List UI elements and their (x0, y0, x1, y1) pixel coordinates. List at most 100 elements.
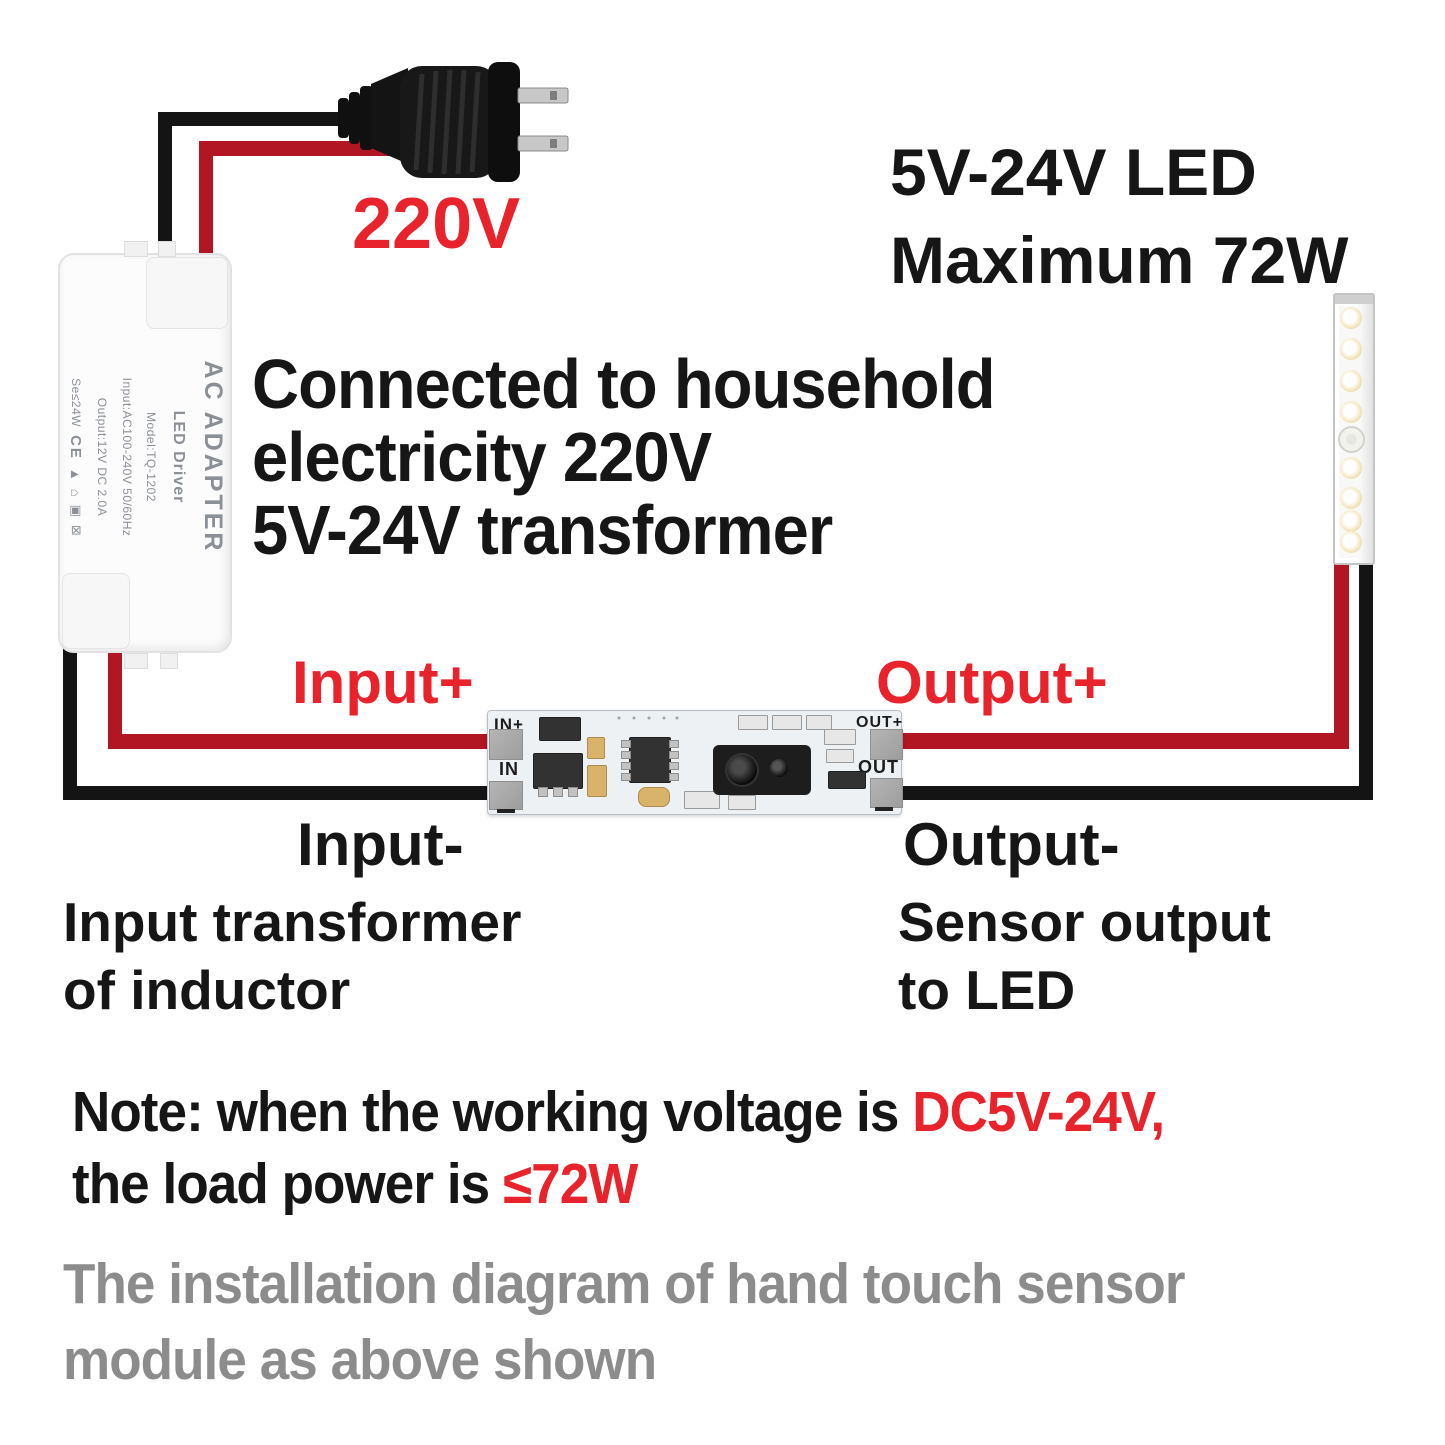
led-icon (1340, 401, 1362, 423)
house-icon: ⌂ (68, 488, 84, 497)
note-red-part2: ≤72W (502, 1152, 638, 1216)
plug-red-wire-vertical (199, 141, 213, 257)
adapter-tab (124, 653, 148, 669)
led-icon (1340, 338, 1362, 360)
plug-body (371, 62, 520, 182)
main-caption-line1: Connected to household (252, 345, 996, 423)
plug-strain-relief (338, 86, 373, 150)
led-strip-end-cap (1335, 295, 1373, 304)
input-minus-label: Input- (297, 811, 464, 878)
plug-prongs (517, 87, 569, 152)
main-caption: Connected to household electricity 220V … (252, 348, 1051, 567)
output-description: Sensor output to LED (898, 888, 1271, 1024)
note-red-part1: DC5V-24V, (912, 1080, 1165, 1144)
ce-mark-icon: CE (67, 435, 85, 460)
capacitor (638, 787, 670, 807)
output-negative-wire-horizontal (900, 786, 1373, 800)
ir-sensor-lens (725, 753, 759, 787)
adapter-terminal-cover (62, 573, 130, 649)
pcb-in-pad (489, 781, 523, 810)
output-description-line2: to LED (898, 959, 1076, 1021)
input-negative-wire-vertical (63, 642, 77, 800)
ic-chip (629, 737, 671, 783)
adapter-power-spec: Se≤24W (68, 378, 83, 428)
component-pin (538, 787, 548, 797)
smd-resistor (826, 749, 854, 763)
via-row (612, 713, 682, 723)
pcb-in-label: IN (499, 759, 519, 779)
led-strip-light (1333, 293, 1375, 565)
smd-diode (539, 717, 581, 741)
smd-resistor (772, 715, 802, 730)
adapter-label: AC ADAPTER LED Driver Model:TQ-1202 Inpu… (67, 337, 227, 577)
adapter-tab (124, 241, 148, 257)
led-rating-line2: Maximum 72W (890, 223, 1349, 297)
led-icon (1340, 510, 1362, 532)
solder-mark (497, 809, 515, 813)
input-description: Input transformer of inductor (63, 888, 521, 1024)
led-icon (1340, 307, 1362, 329)
warning-triangle-icon: ▲ (68, 467, 84, 481)
adapter-title: AC ADAPTER (199, 360, 227, 554)
output-positive-wire-horizontal (900, 733, 1349, 749)
adapter-subtitle: LED Driver (170, 410, 188, 504)
solder-mark (875, 807, 893, 811)
adapter-model: Model:TQ-1202 (144, 412, 159, 502)
main-caption-line3: 5V-24V transformer (252, 491, 833, 569)
smd-resistor (684, 791, 720, 809)
input-plus-label: Input+ (292, 649, 474, 716)
capacitor (587, 765, 607, 797)
note-black-part1: Note: when the working voltage is (72, 1080, 913, 1144)
main-caption-line2: electricity 220V (252, 418, 712, 496)
voltage-220-label: 220V (352, 184, 521, 264)
ic-pin (669, 773, 679, 781)
class2-insulation-icon: ▣ (68, 504, 84, 517)
output-minus-label: Output- (903, 811, 1120, 878)
no-trash-icon: ⊠ (68, 524, 84, 536)
power-plug-icon (338, 62, 569, 182)
ic-pin (621, 751, 631, 759)
pcb-out-plus-pad (870, 729, 903, 760)
output-positive-wire-vertical (1334, 556, 1349, 749)
touch-sensor-module: IN+ IN OUT+ OUT (487, 710, 903, 815)
led-icon (1340, 370, 1362, 392)
ic-pin (669, 751, 679, 759)
note-text: Note: when the working voltage is DC5V-2… (72, 1076, 1246, 1220)
led-icon (1340, 487, 1362, 509)
footer-caption: The installation diagram of hand touch s… (63, 1246, 1269, 1398)
adapter-output-spec: Output:12V DC 2.0A (94, 397, 109, 517)
input-description-line1: Input transformer (63, 891, 522, 953)
ic-pin (621, 762, 631, 770)
smd-transistor (828, 771, 866, 789)
input-positive-wire-horizontal (108, 734, 492, 749)
output-negative-wire-vertical (1359, 558, 1373, 800)
adapter-terminal-cover (146, 257, 228, 329)
output-description-line1: Sensor output (898, 891, 1271, 953)
voltage-regulator (533, 753, 583, 789)
motion-sensor-icon (1338, 426, 1365, 453)
component-pin (553, 787, 563, 797)
ir-sensor-lens (770, 759, 788, 777)
led-rating-label: 5V-24V LED Maximum 72W (890, 128, 1348, 304)
pcb-out-label: OUT (858, 757, 899, 777)
component-pin (568, 787, 578, 797)
ic-pin (669, 762, 679, 770)
smd-resistor (824, 729, 856, 745)
pcb-in-plus-pad (489, 729, 523, 760)
input-negative-wire-horizontal (63, 786, 491, 800)
output-plus-label: Output+ (876, 649, 1108, 716)
smd-resistor (738, 715, 768, 730)
plug-red-wire-horizontal (199, 141, 405, 156)
plug-black-wire-vertical (158, 112, 172, 257)
note-black-part2: the load power is (72, 1152, 503, 1216)
adapter-tab (160, 653, 178, 669)
capacitor (587, 737, 605, 759)
smd-resistor (728, 795, 756, 810)
ic-pin (669, 740, 679, 748)
adapter-tab (158, 241, 176, 257)
footer-line1: The installation diagram of hand touch s… (63, 1252, 1185, 1316)
led-icon (1340, 457, 1362, 479)
pcb-out-pad (870, 778, 903, 808)
ic-pin (621, 773, 631, 781)
